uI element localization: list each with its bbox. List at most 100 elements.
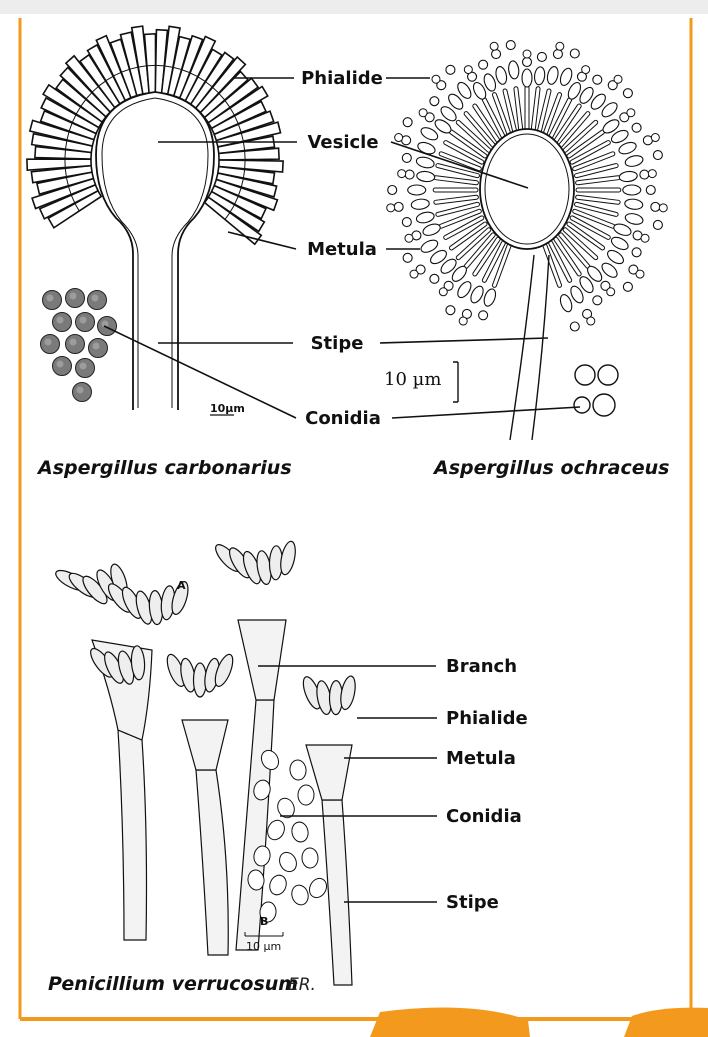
penicillium-conidium [301,848,318,869]
ochraceus-phialide [415,211,435,225]
ochraceus-phialide [558,67,574,87]
caption-aspergillus-ochraceus: Aspergillus ochraceus [432,457,669,479]
ochraceus-phialide [408,185,426,195]
penicillium-conidium [306,875,330,900]
carbonarius-conidium-highlight [92,295,99,302]
label-branch: Branch [446,656,517,677]
label-stipe-bottom: Stipe [446,892,499,913]
ochraceus-conidium [430,274,439,283]
ochraceus-conidium [430,97,439,106]
orange-tab-right [624,1008,708,1037]
ochraceus-conidium [402,153,411,162]
label-metula-bottom: Metula [446,748,516,769]
carbonarius-conidium-highlight [93,343,100,350]
ochraceus-conidium [582,66,590,74]
penicillium-conidium [265,818,288,843]
ochraceus-conidium [403,253,412,262]
ochraceus-conidium [492,50,501,59]
ochraceus-conidium [479,60,488,69]
penicillium-conidium [267,873,289,897]
ochraceus-conidium [641,234,649,242]
ochraceus-conidium [464,66,472,74]
ochraceus-conidium [593,75,602,84]
ochraceus-conidium [556,42,564,50]
ochraceus-conidium [523,58,532,67]
ochraceus-phialide [609,235,630,252]
penicillium-conidium [289,883,310,907]
penicillium-conidium [290,821,310,844]
ochraceus-conidium [398,170,406,178]
ochraceus-conidium [640,170,649,179]
ochraceus-phialide [508,60,520,79]
ochraceus-phialide [522,69,532,87]
carbonarius-conidium-highlight [47,295,54,302]
ochraceus-conidium [627,109,635,117]
ochraceus-stipe [510,255,549,440]
ochraceus-conidium [405,170,414,179]
ochraceus-conidium [593,296,602,305]
penicillium-conidium [298,785,315,806]
ochraceus-conidium [405,234,413,242]
ochraceus-conidium [506,41,515,50]
caption-aspergillus-carbonarius: Aspergillus carbonarius [36,457,292,479]
artist-signature: ER. [288,975,316,995]
ochraceus-conidium [651,134,659,142]
label-conidia-bottom: Conidia [446,806,522,827]
penicillium-phialides [53,540,358,715]
ochraceus-phialide [624,212,644,226]
carbonarius-conidia-cluster [41,289,117,402]
carbonarius-conidium-highlight [57,317,64,324]
ochraceus-conidium [636,270,644,278]
ochraceus-scale-label: 10 µm [384,369,441,390]
ochraceus-phialide [546,65,560,85]
penicillium-phialide [278,540,298,576]
ochraceus-conidium [607,288,615,296]
ochraceus-phialide [534,66,546,85]
carbonarius-conidium-highlight [80,363,87,370]
ochraceus-conidium [570,322,579,331]
ochraceus-conidium [570,49,579,58]
ochraceus-conidium [388,186,397,195]
penicillium-conidium [276,850,299,875]
ochraceus-conidium [623,282,632,291]
ochraceus-conidium [537,52,546,61]
ochraceus-conidium [587,317,595,325]
ochraceus-phialide [612,222,632,238]
ochraceus-conidium [598,365,618,385]
ochraceus-conidium [632,248,641,257]
label-vesicle: Vesicle [307,132,378,153]
ochraceus-conidium [490,42,498,50]
penicillium-conidium [289,759,307,781]
ochraceus-conidium [574,397,590,413]
ochraceus-conidium [439,288,447,296]
ochraceus-phialide [415,155,435,169]
carbonarius-conidium-highlight [70,293,77,300]
panel-letter-a: A [177,579,186,592]
ochraceus-conidium [410,270,418,278]
label-phialide-top: Phialide [301,68,383,89]
ochraceus-conidium [419,109,427,117]
penicillium-phialide [338,675,357,711]
penicillium-scale-label: 10 µm [246,940,281,953]
ochraceus-phialide [416,170,435,182]
ochraceus-phialide [482,287,498,307]
caption-penicillium-verrucosum: Penicillium verrucosum [48,973,298,995]
carbonarius-scale-bar: 10µm [210,402,245,415]
ochraceus-conidium [394,202,403,211]
aspergillus-carbonarius-drawing: 10µm [27,26,283,415]
ochraceus-conidium [648,170,656,178]
top-strip [0,0,708,14]
ochraceus-conidium [403,118,412,127]
ochraceus-phialide [624,154,644,168]
ochraceus-phialide [411,198,430,210]
ochraceus-conidium [593,394,615,416]
ochraceus-conidium [653,151,662,160]
ochraceus-phialide [494,65,508,85]
carbonarius-conidium-highlight [70,339,77,346]
ochraceus-phialide [421,222,441,238]
ochraceus-conidium [575,365,595,385]
ochraceus-conidium [553,50,562,59]
ochraceus-conidium [651,202,660,211]
ochraceus-conidium [432,75,440,83]
